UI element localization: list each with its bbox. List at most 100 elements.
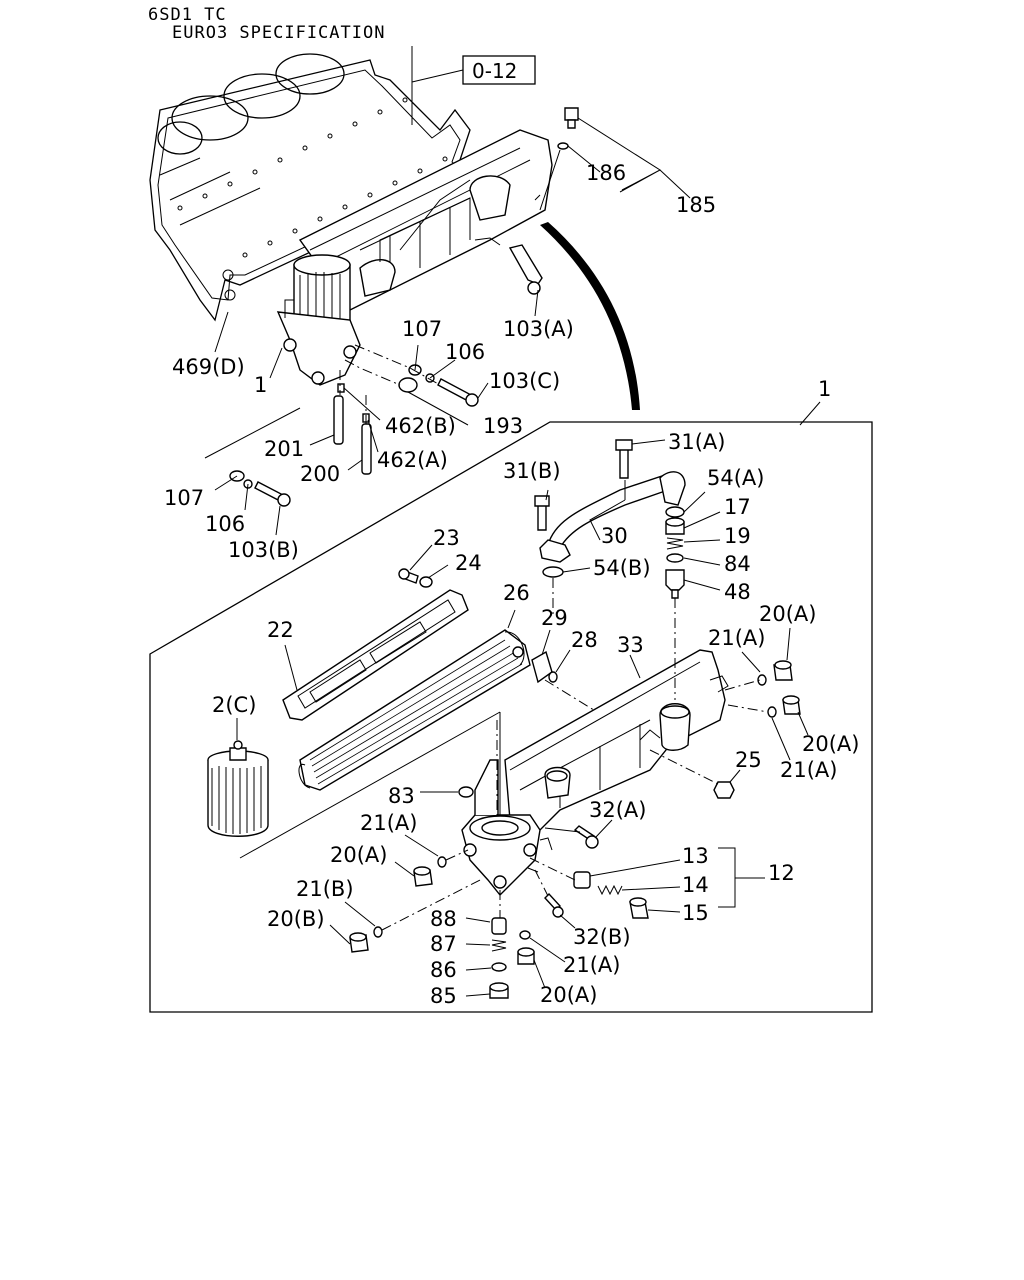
spring-87: [491, 939, 507, 952]
callout-24: 24: [455, 551, 482, 575]
bolt-103c: [437, 378, 479, 407]
washer-24: [419, 576, 433, 588]
plug-bolt-185: [534, 107, 579, 211]
engine-block-gasket: [149, 53, 477, 322]
callout-185: 185: [676, 193, 716, 217]
bolt-23: [398, 568, 419, 584]
callout-1-small: 1: [254, 373, 267, 397]
spec-heading: EURO3 SPECIFICATION: [172, 23, 385, 43]
callout-84: 84: [724, 552, 751, 576]
callout-21a-r2: 21(A): [780, 758, 837, 782]
callout-20a-l: 20(A): [330, 843, 387, 867]
bolt-31b: [534, 495, 550, 531]
reference-label: 0-12: [472, 59, 517, 83]
pin-201: [333, 395, 344, 445]
oring-28: [548, 671, 558, 683]
oring-21a-b: [519, 930, 531, 940]
callout-31b: 31(B): [503, 459, 561, 483]
callout-54b: 54(B): [593, 556, 651, 580]
plug-20a-r1: [773, 660, 793, 681]
cooler-element-26: [298, 629, 531, 791]
callout-19: 19: [724, 524, 751, 548]
callout-469d: 469(D): [172, 355, 245, 379]
callout-88: 88: [430, 907, 457, 931]
callout-20a-b: 20(A): [540, 983, 597, 1007]
bolt-103a: [508, 244, 543, 295]
detail-arrow: [540, 222, 640, 410]
callout-20a-r2: 20(A): [802, 732, 859, 756]
callout-21a-b: 21(A): [563, 953, 620, 977]
oring-21a-l: [437, 856, 447, 868]
oring-86: [491, 962, 507, 972]
callout-32b: 32(B): [573, 925, 631, 949]
callout-87: 87: [430, 932, 457, 956]
reference-leader: [411, 46, 464, 125]
callout-20a-r1: 20(A): [759, 602, 816, 626]
callout-21a-l: 21(A): [360, 811, 417, 835]
spring-14: [597, 884, 623, 896]
seal-54b: [542, 566, 564, 578]
callout-25: 25: [735, 748, 762, 772]
oil-filter-2c: [207, 740, 269, 837]
callout-1-main: 1: [818, 377, 831, 401]
plug-85: [489, 982, 509, 999]
plug-20b: [349, 932, 369, 953]
spacer-193: [398, 377, 418, 393]
gasket-22: [282, 589, 469, 721]
bolt-32b: [544, 892, 564, 918]
bolt-103b: [254, 481, 291, 507]
oil-cooler-overview: [298, 129, 553, 311]
callout-107-bottom: 107: [164, 486, 204, 510]
callout-31a: 31(A): [668, 430, 725, 454]
callout-107-top: 107: [402, 317, 442, 341]
callout-85: 85: [430, 984, 457, 1008]
callout-14: 14: [682, 873, 709, 897]
callout-200: 200: [300, 462, 340, 486]
callout-86: 86: [430, 958, 457, 982]
pipe-30: [539, 471, 686, 563]
oring-21b: [373, 926, 383, 938]
callout-462a: 462(A): [377, 448, 448, 472]
callout-103a: 103(A): [503, 317, 574, 341]
callout-12: 12: [768, 861, 795, 885]
oring-21a-r2: [767, 706, 777, 718]
callout-83: 83: [388, 784, 415, 808]
oring-21a-r1: [757, 674, 767, 686]
callout-29: 29: [541, 606, 568, 630]
plug-48: [665, 569, 685, 599]
callout-462b: 462(B): [385, 414, 456, 438]
callout-48: 48: [724, 580, 751, 604]
filter-head: [461, 759, 553, 897]
callout-106-top: 106: [445, 340, 485, 364]
nut-25: [713, 781, 735, 799]
callout-33: 33: [617, 633, 644, 657]
plug-20a-r2: [782, 695, 801, 715]
reference-box[interactable]: 0-12: [462, 55, 536, 85]
callout-26: 26: [503, 581, 530, 605]
callout-labels: 186 185 103(A) 107 106 103(C) 469(D) 1 1…: [164, 161, 859, 1008]
model-heading: 6SD1 TC: [148, 5, 227, 25]
oring-84: [666, 553, 684, 563]
bolt-31a: [615, 439, 633, 479]
plug-15: [629, 897, 649, 919]
callout-103b: 103(B): [228, 538, 299, 562]
callout-21b: 21(B): [296, 877, 354, 901]
plug-462b: [337, 383, 345, 393]
oring-54a: [665, 506, 685, 518]
callout-193: 193: [483, 414, 523, 438]
callout-186: 186: [586, 161, 626, 185]
callout-201: 201: [264, 437, 304, 461]
callout-21a-r1: 21(A): [708, 626, 765, 650]
callout-20b: 20(B): [267, 907, 325, 931]
callout-15: 15: [682, 901, 709, 925]
spring-19: [666, 537, 684, 550]
callout-30: 30: [601, 524, 628, 548]
detail-frame: [149, 421, 873, 1013]
plug-20a-b: [517, 947, 535, 965]
callout-17: 17: [724, 495, 751, 519]
callout-13: 13: [682, 844, 709, 868]
plug-20a-l: [413, 866, 433, 887]
valve-88: [491, 917, 507, 935]
